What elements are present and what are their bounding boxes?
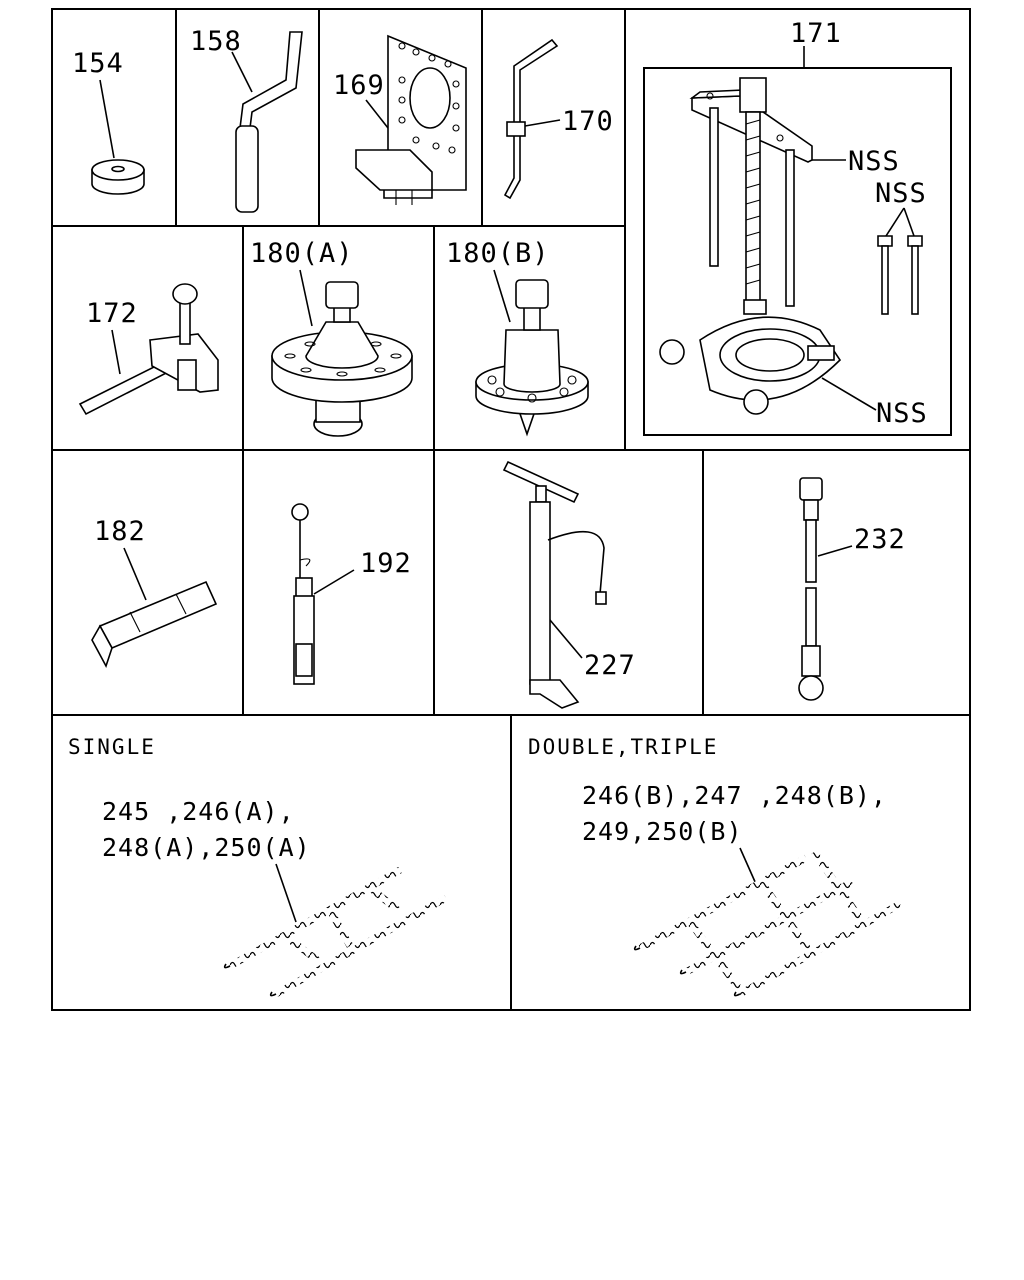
header-double-triple: DOUBLE,TRIPLE (528, 735, 718, 759)
part-192: 192 (291, 503, 412, 685)
label-182: 182 (94, 516, 146, 547)
label-227: 227 (584, 650, 636, 681)
part-232: 232 (798, 477, 906, 701)
flange-slots-180a (284, 341, 402, 377)
part-158: 158 (190, 26, 303, 213)
part-154: 154 (72, 48, 145, 195)
label-172: 172 (86, 298, 138, 329)
part-182: 182 (91, 516, 218, 669)
label-169: 169 (333, 70, 385, 101)
label-180b: 180(B) (446, 238, 550, 269)
part-171: 171 NSS NSS (659, 18, 928, 429)
label-154: 154 (72, 48, 124, 79)
double-chain-drawing (633, 850, 902, 998)
bracket-holes (398, 42, 460, 154)
part-170: 170 (503, 38, 614, 200)
double-parts-line-2: 249,250(B) (582, 817, 743, 846)
part-169: 169 (333, 34, 467, 205)
grid-frame (51, 8, 971, 1011)
double-parts-line-1: 246(B),247 ,248(B), (582, 781, 887, 810)
part-180b: 180(B) (446, 238, 589, 437)
single-parts-line-1: 245 ,246(A), (102, 797, 295, 826)
label-158: 158 (190, 26, 242, 57)
label-192: 192 (360, 548, 412, 579)
section-double-triple: DOUBLE,TRIPLE 246(B),247 ,248(B), 249,25… (528, 735, 902, 998)
label-170: 170 (562, 106, 614, 137)
label-171: 171 (790, 18, 842, 49)
section-single: SINGLE 245 ,246(A), 248(A),250(A) (68, 735, 448, 998)
label-nss-2: NSS (875, 178, 927, 209)
label-232: 232 (854, 524, 906, 555)
label-nss-3: NSS (876, 398, 928, 429)
part-227: 227 (502, 460, 636, 709)
single-chain-drawing (223, 866, 448, 998)
single-parts-line-2: 248(A),250(A) (102, 833, 311, 862)
screw-threads (745, 119, 761, 285)
header-single: SINGLE (68, 735, 156, 759)
label-nss-1: NSS (848, 146, 900, 177)
part-172: 172 (78, 283, 219, 416)
part-180a: 180(A) (250, 238, 413, 437)
label-180a: 180(A) (250, 238, 354, 269)
